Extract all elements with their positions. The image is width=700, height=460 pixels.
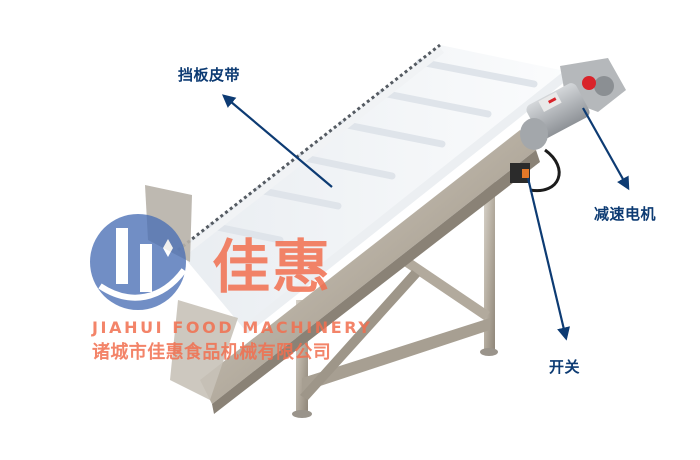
watermark-brand-en: JIAHUI FOOD MACHINERY — [92, 318, 373, 337]
arrow-motor — [582, 107, 630, 191]
watermark-logo-mark — [90, 214, 187, 310]
callout-label-switch: 开关 — [549, 358, 581, 376]
callout-label-motor: 减速电机 — [594, 205, 657, 223]
callout-arrows — [221, 94, 630, 341]
gear-motor — [520, 58, 626, 193]
watermark-company-name: 诸城市佳惠食品机械有限公司 — [92, 342, 332, 363]
watermark-brand-cn: 佳惠 — [212, 233, 333, 301]
speed-knob — [582, 76, 596, 90]
arrow-belt — [221, 94, 333, 188]
support-frame — [292, 178, 498, 418]
switch-box — [510, 163, 530, 183]
callout-label-belt: 挡板皮带 — [178, 66, 241, 84]
arrow-switch — [526, 177, 570, 341]
